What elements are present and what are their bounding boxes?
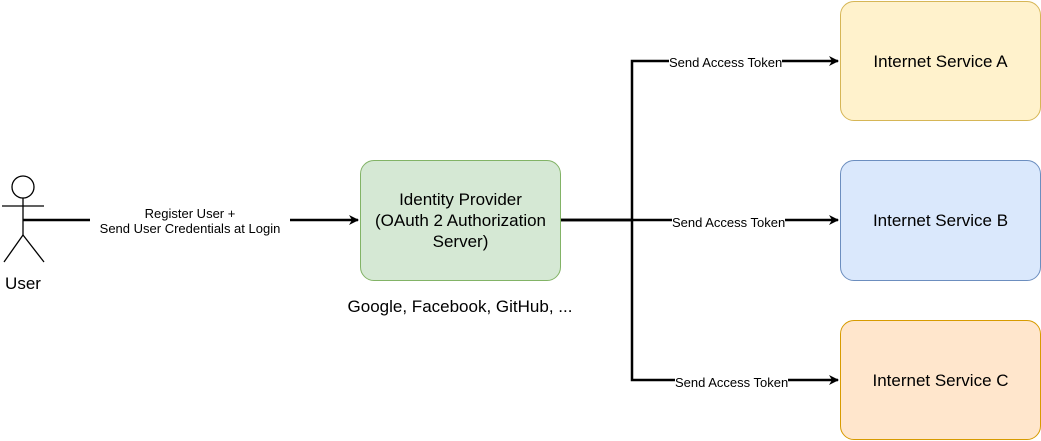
token-arrow-c — [561, 218, 839, 385]
identity-provider-examples: Google, Facebook, GitHub, ... — [347, 297, 573, 316]
identity-provider-node[interactable]: Identity Provider (OAuth 2 Authorization… — [360, 160, 561, 281]
internet-service-a-node[interactable]: Internet Service A — [840, 1, 1041, 121]
identity-provider-subtitle-2: Server) — [432, 232, 489, 251]
identity-provider-subtitle-1: (OAuth 2 Authorization — [374, 211, 547, 230]
register-edge-label-line1: Register User + — [144, 206, 236, 221]
user-label: User — [5, 274, 41, 293]
user-actor-icon — [2, 175, 45, 263]
internet-service-b-node[interactable]: Internet Service B — [840, 160, 1041, 281]
token-arrow-a — [561, 56, 839, 222]
internet-service-c-label: Internet Service C — [872, 370, 1009, 390]
identity-provider-title: Identity Provider — [399, 190, 522, 209]
token-edge-label-c: Send Access Token — [675, 375, 789, 390]
internet-service-c-node[interactable]: Internet Service C — [840, 320, 1041, 440]
token-edge-label-b: Send Access Token — [672, 215, 786, 230]
register-edge-label: Register User + Send User Credentials at… — [90, 206, 290, 236]
identity-provider-text: Identity Provider (OAuth 2 Authorization… — [375, 189, 546, 252]
token-edge-label-a: Send Access Token — [669, 55, 783, 70]
register-edge-label-line2: Send User Credentials at Login — [99, 221, 281, 236]
internet-service-a-label: Internet Service A — [873, 51, 1008, 71]
internet-service-b-label: Internet Service B — [872, 211, 1009, 230]
